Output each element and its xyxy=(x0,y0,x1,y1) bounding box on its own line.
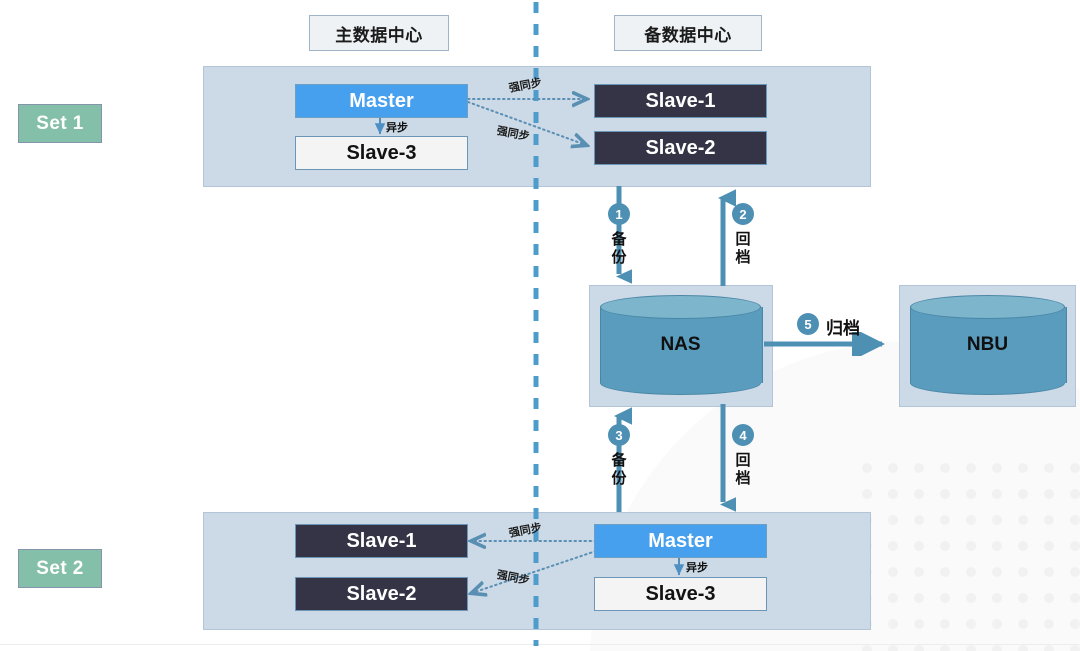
flow-step-5-number: 5 xyxy=(804,316,812,332)
set1-node-master[interactable]: Master xyxy=(295,84,468,118)
flow-arrow-4 xyxy=(720,404,736,516)
set2-node-slave-3-label: Slave-3 xyxy=(645,582,716,605)
set2-sync-arrows xyxy=(466,527,597,599)
set2-async-label: 异步 xyxy=(686,559,708,575)
set1-async-text: 异步 xyxy=(386,122,408,134)
flow-label-4: 回档 xyxy=(734,452,752,487)
flow-arrow-1 xyxy=(616,186,632,290)
set2-async-text: 异步 xyxy=(686,562,708,574)
nas-cylinder[interactable]: NAS xyxy=(600,295,763,395)
flow-label-1: 备份 xyxy=(610,231,628,266)
set1-node-slave-1-label: Slave-1 xyxy=(645,89,716,112)
set2-node-slave-1-label: Slave-1 xyxy=(346,529,417,552)
set1-node-slave-3[interactable]: Slave-3 xyxy=(295,136,468,170)
flow-arrow-5 xyxy=(764,332,885,356)
datacenter-divider xyxy=(533,2,539,646)
set-badge-1: Set 1 xyxy=(18,104,102,143)
nbu-cylinder-body xyxy=(910,307,1067,383)
set1-async-arrow xyxy=(374,117,386,135)
set2-node-master-label: Master xyxy=(648,529,713,552)
bottom-rule xyxy=(0,644,1080,645)
set2-node-slave-2[interactable]: Slave-2 xyxy=(295,577,468,611)
flow-arrow-2 xyxy=(718,186,736,286)
flow-step-3-number: 3 xyxy=(615,427,623,443)
set1-node-slave-2[interactable]: Slave-2 xyxy=(594,131,767,165)
flow-step-1-number: 1 xyxy=(615,206,623,222)
flow-step-4-number: 4 xyxy=(739,427,747,443)
set2-async-arrow xyxy=(673,557,685,576)
flow-label-2: 回档 xyxy=(734,231,752,266)
flow-step-badge-2: 2 xyxy=(732,203,754,225)
backup-datacenter-chip: 备数据中心 xyxy=(614,15,762,51)
flow-step-badge-1: 1 xyxy=(608,203,630,225)
set1-node-slave-1[interactable]: Slave-1 xyxy=(594,84,767,118)
flow-step-badge-3: 3 xyxy=(608,424,630,446)
nbu-cylinder[interactable]: NBU xyxy=(910,295,1067,395)
set2-node-slave-1[interactable]: Slave-1 xyxy=(295,524,468,558)
flow-label-3-text: 备份 xyxy=(611,452,627,487)
flow-label-1-text: 备份 xyxy=(611,231,627,266)
flow-step-2-number: 2 xyxy=(739,206,747,222)
flow-label-2-text: 回档 xyxy=(735,231,751,266)
watermark-dots xyxy=(860,461,1080,651)
nas-cylinder-top xyxy=(600,295,761,319)
flow-step-badge-5: 5 xyxy=(797,313,819,335)
set1-sync-arrows xyxy=(467,86,602,156)
flow-step-badge-4: 4 xyxy=(732,424,754,446)
flow-label-5-text: 归档 xyxy=(826,319,860,338)
set2-node-master[interactable]: Master xyxy=(594,524,767,558)
set2-node-slave-3[interactable]: Slave-3 xyxy=(594,577,767,611)
backup-datacenter-label: 备数据中心 xyxy=(644,25,732,45)
set1-node-slave-3-label: Slave-3 xyxy=(346,141,417,164)
set1-node-slave-2-label: Slave-2 xyxy=(645,136,716,159)
nbu-label: NBU xyxy=(966,334,1009,355)
primary-datacenter-chip: 主数据中心 xyxy=(309,15,449,51)
primary-datacenter-label: 主数据中心 xyxy=(335,25,423,45)
flow-label-4-text: 回档 xyxy=(735,452,751,487)
set1-async-label: 异步 xyxy=(386,119,408,135)
flow-label-5: 归档 xyxy=(826,314,860,339)
set-badge-2-label: Set 2 xyxy=(36,557,84,579)
set1-node-master-label: Master xyxy=(349,89,414,112)
set-badge-1-label: Set 1 xyxy=(36,112,84,134)
set-badge-2: Set 2 xyxy=(18,549,102,588)
set2-node-slave-2-label: Slave-2 xyxy=(346,582,417,605)
nbu-cylinder-top xyxy=(910,295,1065,319)
nas-cylinder-body xyxy=(600,307,763,383)
flow-label-3: 备份 xyxy=(610,452,628,487)
nas-label: NAS xyxy=(660,334,701,355)
